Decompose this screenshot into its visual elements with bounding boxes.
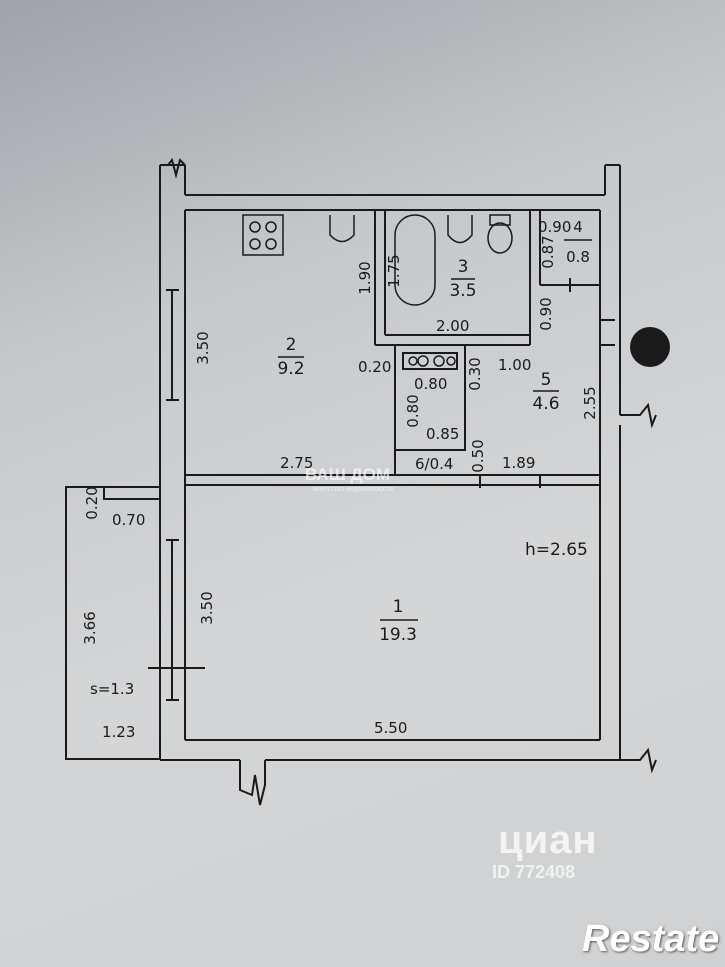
dim-100: 1.00 — [498, 356, 531, 374]
room-2-area: 9.2 — [277, 359, 304, 379]
room-5-area: 4.6 — [532, 394, 559, 414]
dim-kitchen-height: 3.50 — [194, 331, 212, 364]
balcony-width: 1.23 — [102, 723, 135, 741]
dim-room1-width: 5.50 — [374, 719, 407, 737]
balcony-d1: 0.20 — [83, 486, 101, 519]
room-5-number: 5 — [541, 370, 552, 390]
room-4-area: 0.8 — [566, 248, 590, 266]
dim-wc-w: 0.90 — [538, 218, 571, 236]
dim-030: 0.30 — [466, 357, 484, 390]
dim-050: 0.50 — [469, 439, 487, 472]
dim-020: 0.20 — [358, 358, 391, 376]
dim-bath-h1: 1.90 — [356, 261, 374, 294]
room-1-area: 19.3 — [379, 625, 417, 645]
dim-bath-width: 2.00 — [436, 317, 469, 335]
toilet-icon — [487, 222, 513, 254]
room-2-number: 2 — [286, 335, 297, 355]
room-3-area: 3.5 — [449, 281, 476, 301]
cian-id-watermark: ID 772408 — [492, 862, 576, 882]
kitchen-sink-icon — [329, 215, 355, 243]
dim-bath-h2: 1.75 — [385, 254, 403, 287]
dim-090b: 0.90 — [537, 297, 555, 330]
balcony-d2: 0.70 — [112, 511, 145, 529]
dim-wc-h: 0.87 — [539, 235, 557, 268]
bathtub-icon — [394, 214, 436, 306]
room-6-label: 6/0.4 — [415, 455, 453, 473]
fixtures — [242, 214, 513, 367]
room-3-number: 3 — [458, 257, 469, 277]
washbasin-icon — [447, 215, 473, 244]
vash-dom-watermark: ВАШ ДОМ — [305, 465, 391, 484]
restate-logo: Restate — [582, 918, 720, 960]
dim-corridor-width: 1.89 — [502, 454, 535, 472]
balcony-length: 3.66 — [81, 611, 99, 644]
room-1-number: 1 — [393, 597, 404, 617]
cian-watermark: циан — [498, 818, 598, 862]
dim-closet-w: 0.80 — [414, 375, 447, 393]
room-4-number: 4 — [573, 218, 583, 236]
vash-dom-subtitle: агентство недвижимости — [313, 486, 394, 493]
stove-icon — [242, 214, 284, 256]
riser-icon — [630, 327, 670, 367]
dim-closet-h: 0.80 — [404, 394, 422, 427]
ceiling-height: h=2.65 — [525, 540, 588, 560]
dim-085: 0.85 — [426, 425, 459, 443]
walls — [65, 157, 657, 806]
labels: 1 19.3 2 9.2 3 3.5 4 0.8 5 4.6 6/0.4 h=2… — [81, 218, 599, 741]
dim-kitchen-width: 2.75 — [280, 454, 313, 472]
dim-room1-height: 3.50 — [198, 591, 216, 624]
balcony-area: s=1.3 — [90, 680, 134, 698]
dim-hall-h: 2.55 — [581, 386, 599, 419]
